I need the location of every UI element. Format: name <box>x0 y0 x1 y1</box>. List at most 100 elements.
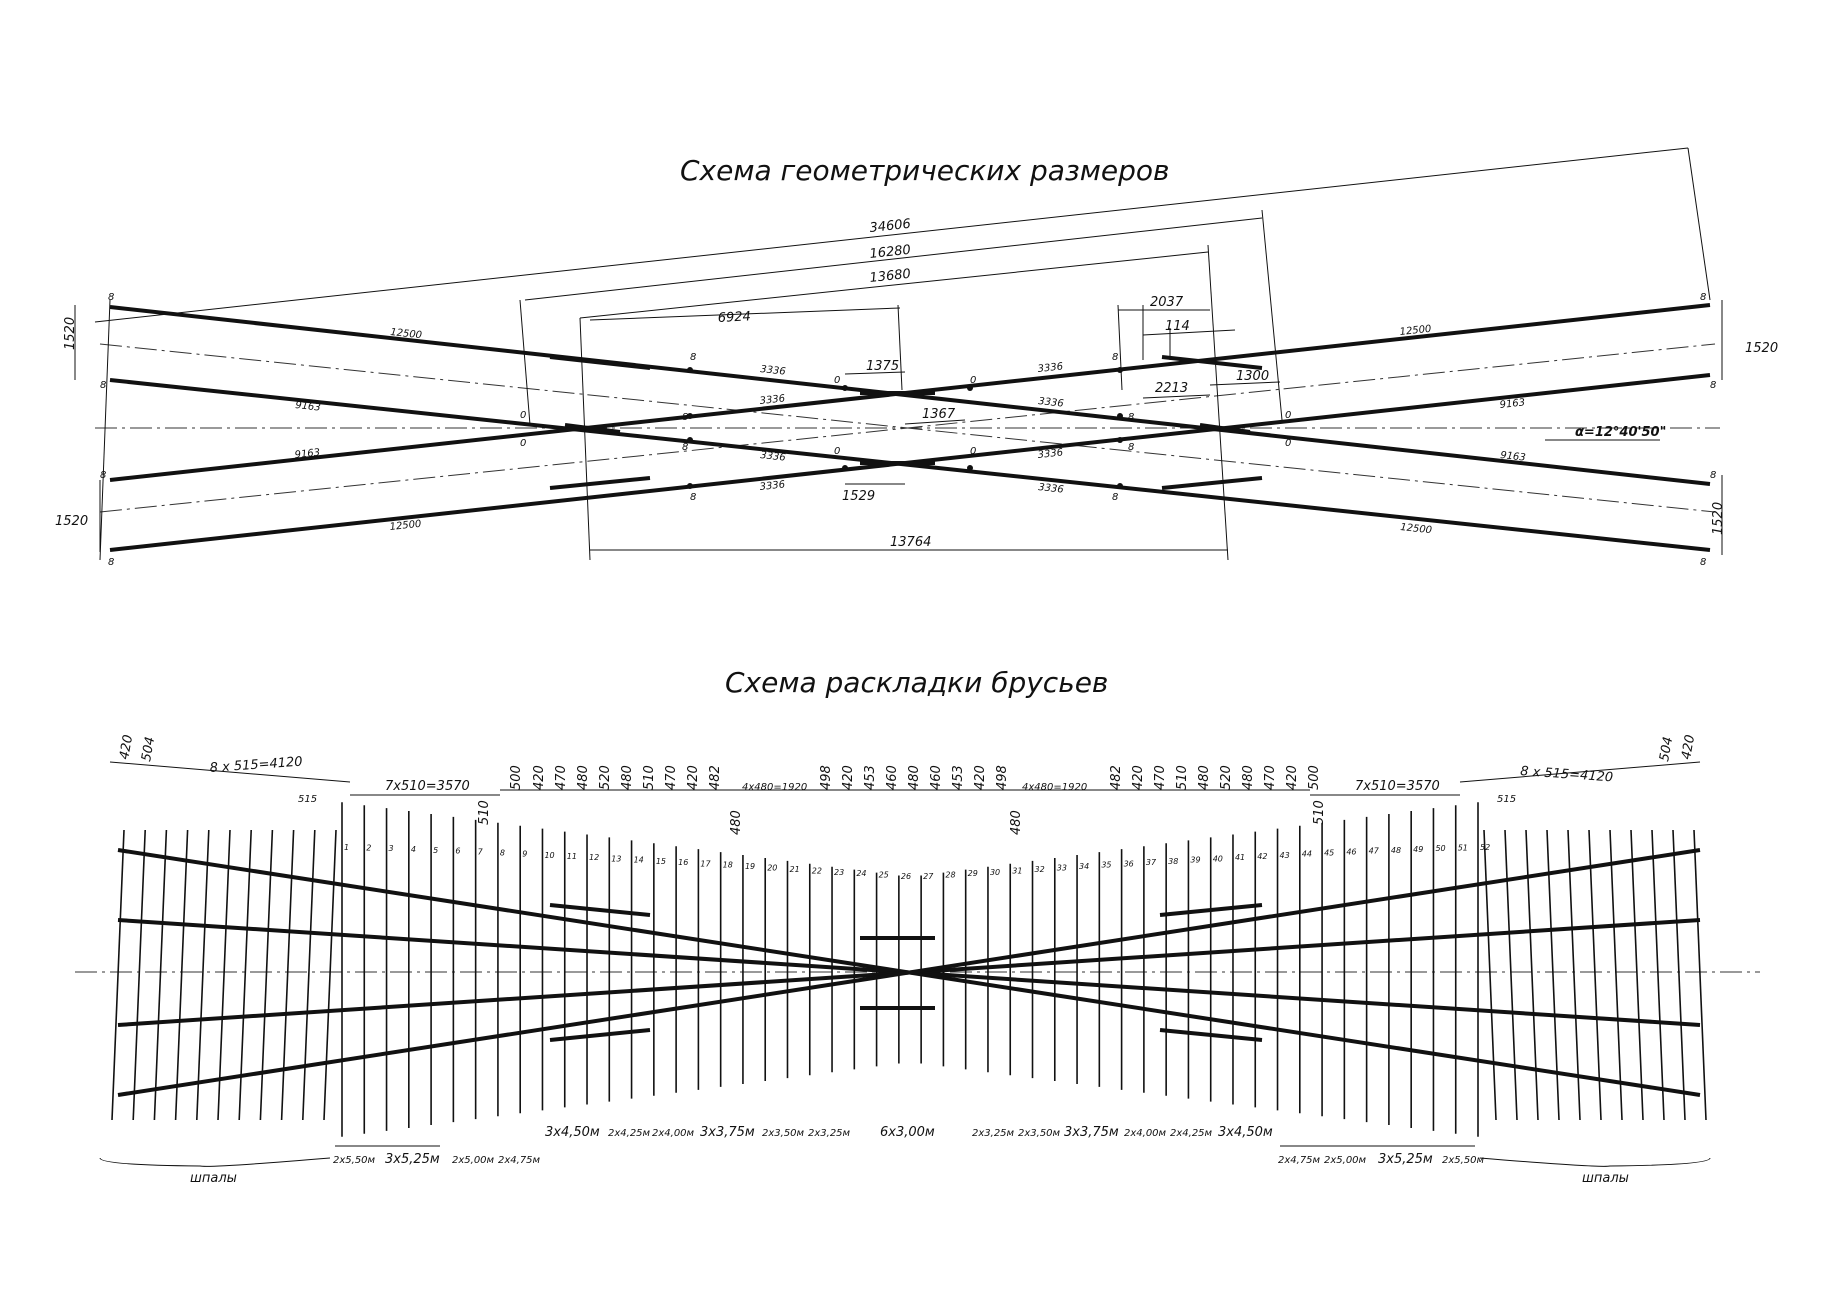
dim-8x515: 8 x 515=4120 <box>209 755 303 776</box>
dim-4x480: 4x480=1920 <box>1022 782 1087 793</box>
svg-text:480: 480 <box>907 765 922 790</box>
svg-text:482: 482 <box>1109 765 1124 790</box>
tie-number: 2 <box>366 843 371 852</box>
dim-420: 420 <box>1679 734 1698 761</box>
ties-title: Схема раскладки брусьев <box>725 666 1108 699</box>
svg-text:2х5,50м: 2х5,50м <box>1442 1155 1485 1166</box>
svg-text:8: 8 <box>682 442 688 453</box>
tie-number: 21 <box>789 865 799 874</box>
tie-number: 52 <box>1480 843 1490 852</box>
tie-number: 16 <box>678 858 688 867</box>
tie-number: 50 <box>1435 844 1445 853</box>
svg-text:460: 460 <box>885 765 900 790</box>
tie-number: 32 <box>1035 865 1045 874</box>
guard-rail <box>549 903 651 917</box>
svg-text:2х4,25м: 2х4,25м <box>608 1128 651 1139</box>
svg-text:0: 0 <box>520 438 526 449</box>
rail-len-12500: 12500 <box>390 327 423 341</box>
dim-7x510: 7x510=3570 <box>385 779 470 794</box>
guard-rail <box>1159 903 1263 917</box>
dim-16280: 16280 <box>869 243 912 262</box>
dim-13764: 13764 <box>890 535 931 550</box>
guard-rail <box>549 1028 651 1042</box>
guard-rail <box>1161 476 1263 490</box>
svg-text:8: 8 <box>1112 352 1118 363</box>
svg-text:2х3,50м: 2х3,50м <box>1018 1128 1061 1139</box>
tie-number: 46 <box>1346 848 1356 857</box>
tie-number: 4 <box>411 845 416 854</box>
svg-text:482: 482 <box>708 765 723 790</box>
svg-text:2х5,00м: 2х5,00м <box>1324 1155 1367 1166</box>
svg-text:420: 420 <box>841 765 856 790</box>
gauge-1520: 1520 <box>1711 502 1726 535</box>
svg-text:3х3,75м: 3х3,75м <box>1064 1125 1119 1140</box>
svg-text:420: 420 <box>973 765 988 790</box>
extension-lines <box>99 147 1711 561</box>
geometry-scheme: 34606 16280 13680 6924 2037 114 1375 221… <box>55 147 1778 568</box>
rail-len-3336: 3336 <box>1037 361 1063 375</box>
svg-text:510: 510 <box>1175 765 1190 790</box>
svg-text:2х4,00м: 2х4,00м <box>652 1128 695 1139</box>
dim-480: 480 <box>729 810 744 835</box>
svg-text:0: 0 <box>1285 438 1291 449</box>
sleeper <box>1609 829 1623 1121</box>
dim-515: 515 <box>298 794 317 805</box>
tie-number: 44 <box>1302 850 1312 859</box>
svg-text:8: 8 <box>1128 442 1134 453</box>
svg-text:8: 8 <box>1710 380 1716 391</box>
dim-510: 510 <box>1312 800 1327 825</box>
tie-number: 29 <box>968 869 978 878</box>
tie-number: 35 <box>1101 861 1111 870</box>
joint-markers <box>687 367 1123 489</box>
tie-number: 25 <box>879 871 889 880</box>
rail-len-12500: 12500 <box>1399 324 1432 338</box>
svg-text:470: 470 <box>1153 765 1168 790</box>
guard-rail <box>549 355 651 370</box>
rail-len-3336: 3336 <box>760 450 786 464</box>
tie-number: 3 <box>389 844 394 853</box>
joint-labels: 8 8 8 8 8 8 8 8 8 8 8 8 8 8 8 8 0 0 0 0 … <box>100 292 1716 568</box>
rail-len-9163: 9163 <box>1500 450 1526 464</box>
dim-8x515: 8 x 515=4120 <box>1520 764 1614 785</box>
tie-number: 28 <box>945 871 955 880</box>
tie-number: 17 <box>700 859 711 868</box>
guard-rail <box>1159 1028 1263 1042</box>
svg-text:420: 420 <box>532 765 547 790</box>
svg-text:3х3,75м: 3х3,75м <box>700 1125 755 1140</box>
svg-text:8: 8 <box>682 412 688 423</box>
bottom-group-labels: 3х4,50м 2х4,25м 2х4,00м 3х3,75м 2х3,50м … <box>99 1125 1711 1186</box>
tie-number: 27 <box>923 872 934 881</box>
svg-text:2х5,00м: 2х5,00м <box>452 1155 495 1166</box>
tie-number: 24 <box>856 869 866 878</box>
svg-text:0: 0 <box>834 375 840 386</box>
svg-text:8: 8 <box>108 557 114 568</box>
rail-len-9163: 9163 <box>294 447 320 461</box>
rail-len-3336: 3336 <box>760 364 786 378</box>
tie-number: 10 <box>544 851 554 860</box>
svg-text:420: 420 <box>1285 765 1300 790</box>
svg-text:520: 520 <box>1219 765 1234 790</box>
svg-text:520: 520 <box>598 765 613 790</box>
svg-text:420: 420 <box>1131 765 1146 790</box>
dim-114: 114 <box>1165 319 1190 334</box>
svg-text:6х3,00м: 6х3,00м <box>880 1125 935 1140</box>
svg-text:460: 460 <box>929 765 944 790</box>
rail-len-3336: 3336 <box>1037 447 1063 461</box>
tie-number: 14 <box>634 856 644 865</box>
dim-chain <box>109 761 351 783</box>
svg-text:480: 480 <box>620 765 635 790</box>
tie-number: 26 <box>901 872 911 881</box>
dim-13680: 13680 <box>869 267 912 286</box>
svg-text:470: 470 <box>664 765 679 790</box>
tie-set <box>341 802 1479 1137</box>
frog <box>1199 423 1251 434</box>
svg-text:8: 8 <box>100 470 106 481</box>
rail-len-9163: 9163 <box>1499 397 1525 411</box>
tie-number: 48 <box>1391 846 1401 855</box>
svg-text:2х3,50м: 2х3,50м <box>762 1128 805 1139</box>
svg-text:470: 470 <box>1263 765 1278 790</box>
tie-number: 12 <box>589 853 599 862</box>
tie-number: 47 <box>1369 847 1380 856</box>
